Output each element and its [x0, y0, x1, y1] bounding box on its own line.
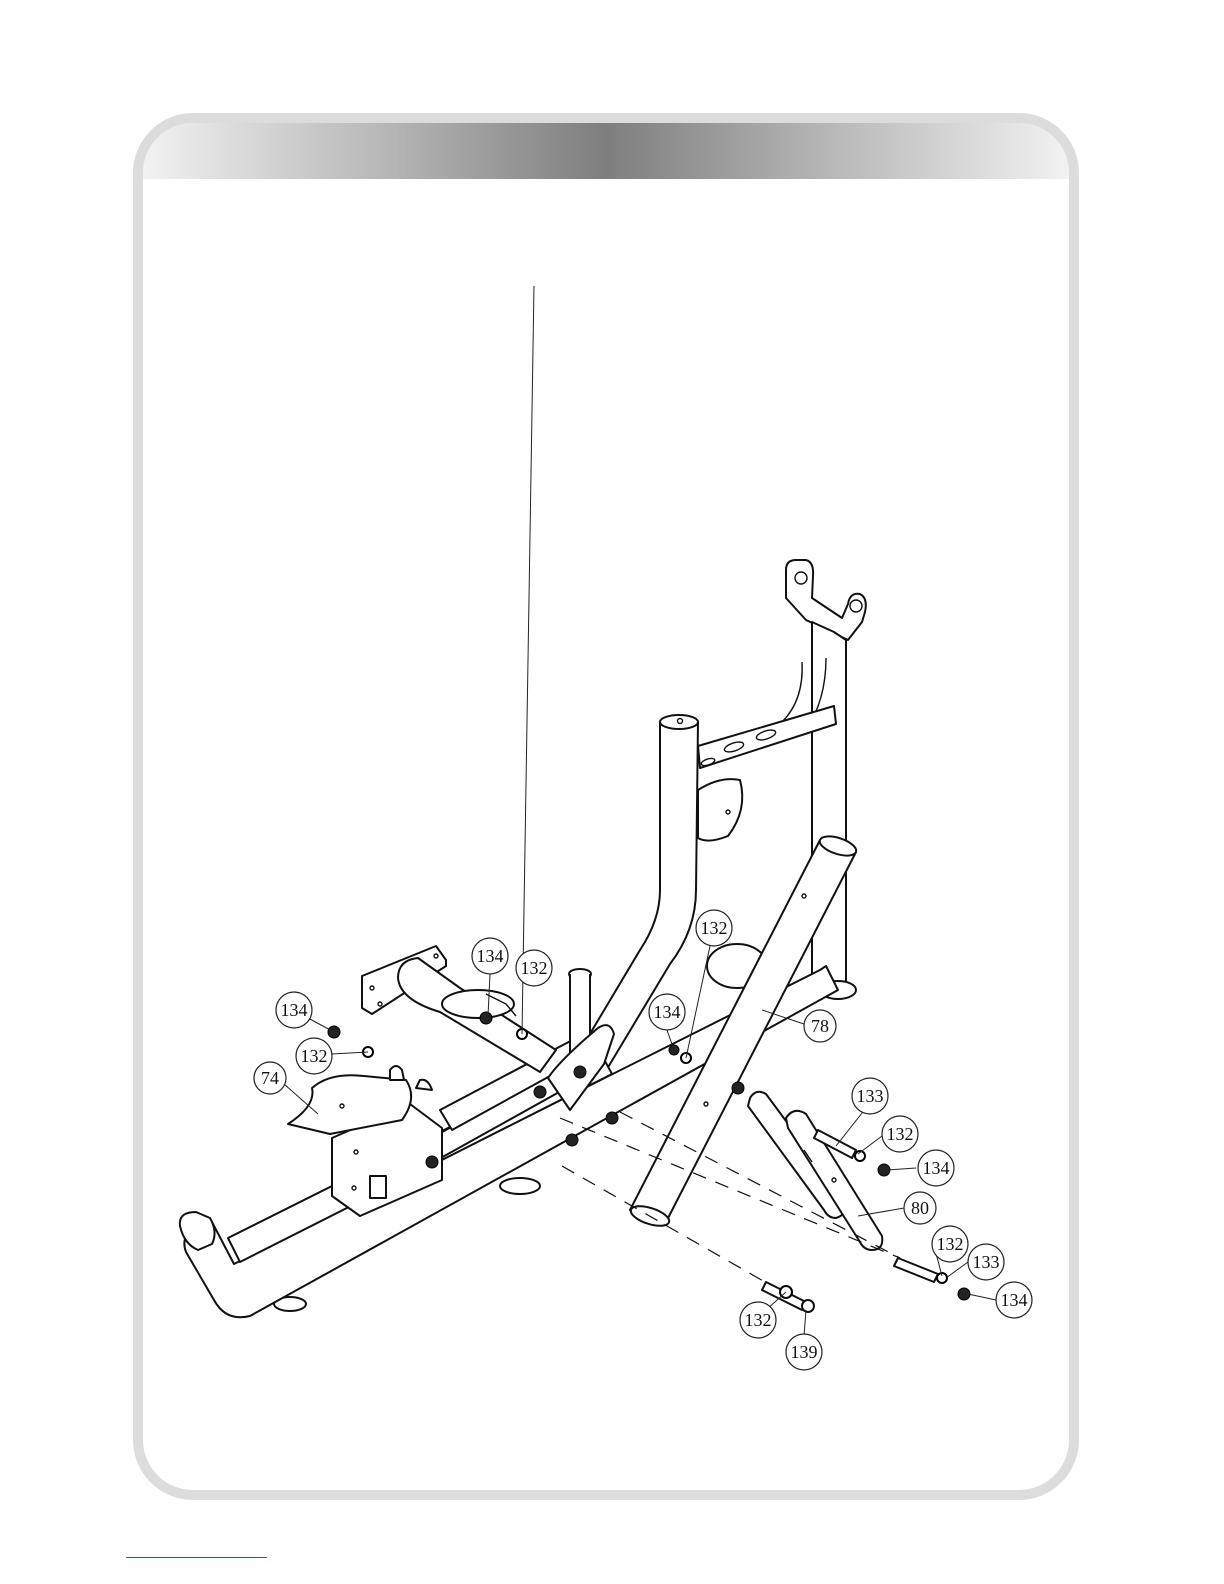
callout-80: 80 — [904, 1192, 936, 1224]
callout-132: 132 — [696, 910, 732, 946]
svg-text:134: 134 — [281, 1000, 308, 1020]
part-80-link-bars — [748, 1092, 882, 1250]
callout-139: 139 — [786, 1334, 822, 1370]
callout-78: 78 — [804, 1010, 836, 1042]
callout-133: 133 — [968, 1244, 1004, 1280]
callout-132: 132 — [516, 950, 552, 986]
svg-text:134: 134 — [477, 946, 504, 966]
svg-text:139: 139 — [791, 1342, 818, 1362]
svg-text:74: 74 — [261, 1068, 279, 1088]
svg-text:78: 78 — [811, 1016, 829, 1036]
svg-text:132: 132 — [521, 958, 548, 978]
callout-132: 132 — [740, 1302, 776, 1338]
svg-text:132: 132 — [745, 1310, 772, 1330]
svg-text:132: 132 — [937, 1234, 964, 1254]
callout-132: 132 — [932, 1226, 968, 1262]
callout-74: 74 — [254, 1062, 286, 1094]
svg-text:132: 132 — [301, 1046, 328, 1066]
svg-text:132: 132 — [887, 1124, 914, 1144]
callout-132: 132 — [296, 1038, 332, 1074]
svg-text:134: 134 — [654, 1002, 681, 1022]
callout-134: 134 — [649, 994, 685, 1030]
callout-134: 134 — [996, 1282, 1032, 1318]
callout-134: 134 — [918, 1150, 954, 1186]
svg-text:133: 133 — [857, 1086, 884, 1106]
svg-text:133: 133 — [973, 1252, 1000, 1272]
callout-134: 134 — [472, 938, 508, 974]
callout-133: 133 — [852, 1078, 888, 1114]
callout-132: 132 — [882, 1116, 918, 1152]
svg-text:134: 134 — [923, 1158, 950, 1178]
svg-text:134: 134 — [1001, 1290, 1028, 1310]
svg-text:80: 80 — [911, 1198, 929, 1218]
callout-134: 134 — [276, 992, 312, 1028]
footer-rule — [126, 1557, 267, 1558]
svg-text:132: 132 — [701, 918, 728, 938]
